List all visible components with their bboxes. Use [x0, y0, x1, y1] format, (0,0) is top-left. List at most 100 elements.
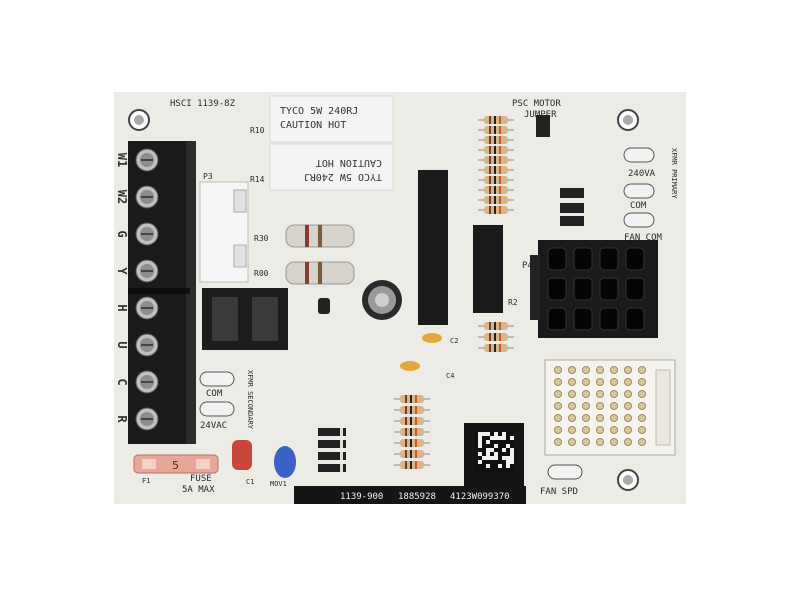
- quick-connect-com: [623, 183, 655, 199]
- terminal-screw: [135, 333, 159, 357]
- pin-header: [544, 359, 676, 456]
- psc-motor-label: PSC MOTOR: [512, 99, 561, 109]
- fan-spd-label: FAN SPD: [540, 487, 578, 497]
- resistor: [478, 344, 514, 352]
- 240va-label: 240VA: [628, 169, 656, 179]
- com-label: COM: [630, 201, 647, 211]
- r00-label: R00: [254, 269, 269, 278]
- resistor: [478, 146, 514, 154]
- p3-connector: [199, 181, 249, 283]
- relay-1-line2: CAUTION HOT: [280, 120, 346, 131]
- terminal-label: W1: [115, 153, 129, 167]
- terminal-screw: [135, 370, 159, 394]
- mov1-label: MOV1: [270, 480, 287, 488]
- mounting-hole: [617, 109, 639, 131]
- resistor: [478, 333, 514, 341]
- relay-1: TYCO 5W 240RJ CAUTION HOT: [269, 95, 394, 143]
- relay-2-line1: TYCO 5W 240RJ: [304, 171, 382, 182]
- terminal-label: U: [115, 341, 129, 348]
- resistor-column: [478, 322, 514, 352]
- capacitor-c1: [232, 440, 252, 470]
- fuse-max-label: 5A MAX: [182, 485, 215, 495]
- fuse-label: FUSE: [190, 474, 212, 484]
- f1-label: F1: [142, 477, 150, 485]
- r30-label: R30: [254, 234, 269, 243]
- power-resistor: [285, 224, 355, 248]
- terminal-label: R: [115, 415, 129, 423]
- p3-label: P3: [203, 172, 213, 181]
- fuse-rating-digit: 5: [172, 459, 179, 472]
- resistor-column: [478, 116, 514, 214]
- terminal-screw: [135, 259, 159, 283]
- diode-group: [560, 188, 584, 226]
- terminal-screw: [135, 185, 159, 209]
- resistor-array: [394, 395, 430, 469]
- diode: [318, 464, 346, 472]
- terminal-label: Y: [115, 267, 129, 275]
- quick-connect-24vac: [199, 401, 235, 417]
- r10-label: R10: [250, 126, 265, 135]
- serial-number-1: 1885928: [398, 492, 436, 502]
- c4-label: C4: [446, 372, 454, 380]
- ceramic-capacitor: [400, 361, 420, 371]
- terminal-label: G: [115, 230, 129, 237]
- c2-label: C2: [450, 337, 458, 345]
- resistor: [478, 206, 514, 214]
- resistor: [394, 428, 430, 436]
- part-number: 1139-900: [340, 492, 383, 502]
- terminal-screws: [135, 148, 159, 431]
- resistor: [394, 461, 430, 469]
- terminal-screw: [135, 222, 159, 246]
- mounting-hole: [128, 109, 150, 131]
- resistor: [394, 450, 430, 458]
- black-connector: [202, 288, 288, 350]
- p4-pins: [547, 247, 645, 331]
- resistor: [394, 395, 430, 403]
- xfmr-secondary-label: XFMR SECONDARY: [246, 370, 254, 430]
- r2-label: R2: [508, 298, 518, 307]
- com-low-label: COM: [206, 389, 223, 399]
- 24vac-label: 24VAC: [200, 421, 227, 431]
- mov-varistor: [274, 446, 296, 478]
- quick-connect-com-low: [199, 371, 235, 387]
- terminal-label: H: [115, 304, 129, 311]
- psc-jumper: [536, 115, 550, 137]
- relay-2-line2: CAUTION HOT: [316, 157, 382, 168]
- diode: [318, 428, 346, 436]
- relay-2: TYCO 5W 240RJ CAUTION HOT: [269, 143, 394, 191]
- quick-connect-240v: [623, 147, 655, 163]
- diode-array: [318, 428, 346, 472]
- electrolytic-capacitor: [362, 280, 402, 320]
- ceramic-capacitor: [422, 333, 442, 343]
- c1-label: C1: [246, 478, 254, 486]
- resistor: [478, 196, 514, 204]
- quick-connect-fan-com: [623, 212, 655, 228]
- serial-number-2: 4123W099370: [450, 492, 510, 502]
- diode: [318, 440, 346, 448]
- transistor: [318, 298, 330, 314]
- terminal-screw: [135, 407, 159, 431]
- power-resistor: [285, 261, 355, 285]
- resistor: [478, 176, 514, 184]
- resistor: [394, 417, 430, 425]
- terminal-label: C: [115, 378, 129, 385]
- datamatrix-code: [474, 432, 514, 472]
- terminal-block: [128, 141, 196, 444]
- board-model-label: HSCI 1139-8Z: [170, 99, 236, 109]
- fuse: 5: [133, 454, 219, 474]
- fan-speed-jumper: [547, 464, 583, 480]
- mounting-hole: [617, 469, 639, 491]
- ic-chip: [418, 170, 448, 325]
- resistor: [478, 156, 514, 164]
- resistor: [478, 126, 514, 134]
- resistor: [478, 116, 514, 124]
- terminal-screw: [135, 148, 159, 172]
- r14-label: R14: [250, 175, 265, 184]
- fan-com-label: FAN COM: [624, 233, 663, 243]
- p4-label: P4: [522, 261, 533, 271]
- ic-chip: [473, 225, 503, 313]
- terminal-label: W2: [115, 190, 129, 204]
- terminal-screw: [135, 296, 159, 320]
- diode: [318, 452, 346, 460]
